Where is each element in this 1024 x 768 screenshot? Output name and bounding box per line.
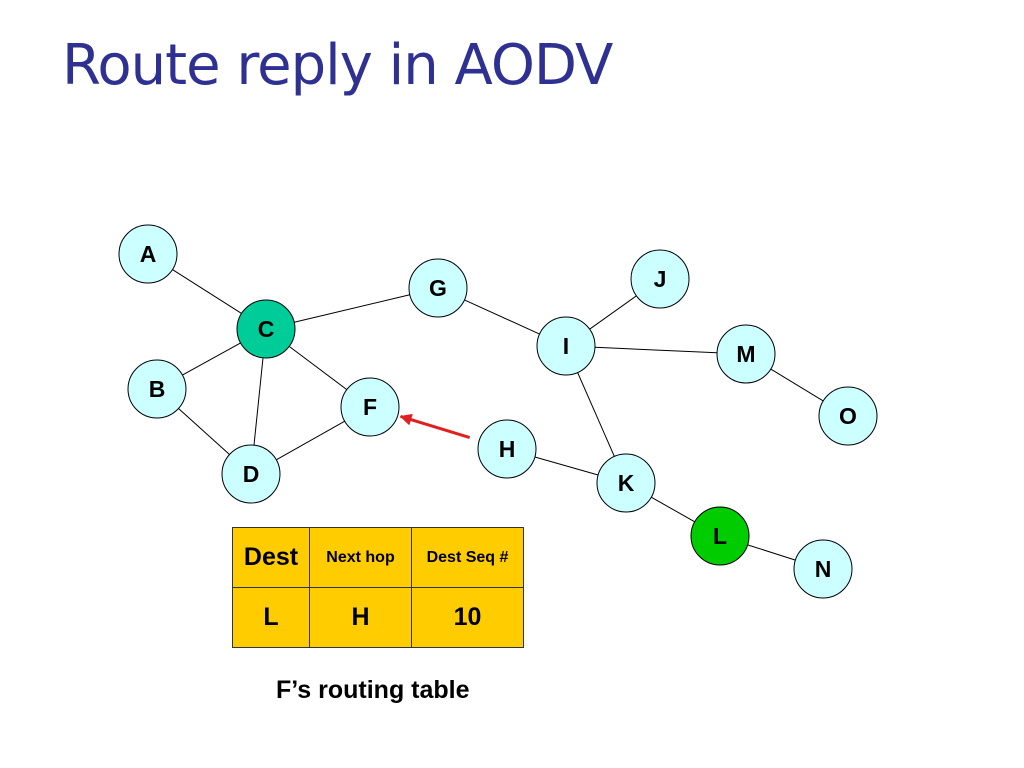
cell-dest: L <box>232 587 310 648</box>
edge-L-N <box>747 544 796 561</box>
edge-A-C <box>172 269 242 314</box>
node-label: J <box>654 266 667 292</box>
edge-I-J <box>589 295 637 330</box>
node-k: K <box>596 453 656 513</box>
node-l: L <box>690 506 750 566</box>
node-g: G <box>408 258 468 318</box>
node-circle <box>340 377 400 437</box>
node-circle <box>793 539 853 599</box>
node-circle <box>221 444 281 504</box>
node-circle <box>127 359 187 419</box>
node-label: I <box>563 333 569 359</box>
node-label: A <box>140 241 157 267</box>
node-b: B <box>127 359 187 419</box>
node-label: K <box>618 470 635 496</box>
edge-B-D <box>178 408 230 455</box>
node-circle <box>536 316 596 376</box>
node-label: D <box>243 461 260 487</box>
edge-D-F <box>276 420 345 461</box>
routing-table-caption: F’s routing table <box>276 676 470 704</box>
node-c: C <box>236 299 296 359</box>
node-circle <box>818 386 878 446</box>
node-label: H <box>499 436 516 462</box>
edge-I-M <box>594 346 718 354</box>
header-dest-seq: Dest Seq # <box>411 527 524 588</box>
edge-H-K <box>534 456 599 476</box>
node-circle <box>690 506 750 566</box>
node-circle <box>477 419 537 479</box>
node-j: J <box>630 249 690 309</box>
node-circle <box>596 453 656 513</box>
node-label: G <box>429 275 447 301</box>
edge-I-K <box>577 372 615 457</box>
node-label: L <box>713 523 727 549</box>
slide-title: Route reply in AODV <box>62 33 613 98</box>
node-label: F <box>363 394 377 420</box>
node-circle <box>716 324 776 384</box>
node-label: N <box>815 556 832 582</box>
node-n: N <box>793 539 853 599</box>
nodes-layer: A B C D F G H I J K L M N O <box>118 224 878 599</box>
routing-table: Dest Next hop Dest Seq # L H 10 <box>232 527 524 648</box>
edge-C-G <box>294 294 410 323</box>
routing-table-header-row: Dest Next hop Dest Seq # <box>232 527 524 588</box>
edge-C-F <box>288 345 348 391</box>
node-circle <box>630 249 690 309</box>
route-reply-arrow <box>399 413 471 440</box>
node-circle <box>236 299 296 359</box>
edge-K-L <box>651 496 695 523</box>
cell-next-hop: H <box>309 587 412 648</box>
edges-layer <box>172 269 824 561</box>
node-label: O <box>839 403 857 429</box>
node-label: B <box>149 376 166 402</box>
node-circle <box>408 258 468 318</box>
arrow-layer <box>399 413 471 440</box>
routing-table-row: L H 10 <box>232 587 524 648</box>
cell-dest-seq: 10 <box>411 587 524 648</box>
node-m: M <box>716 324 776 384</box>
edge-M-O <box>770 368 824 402</box>
node-circle <box>118 224 178 284</box>
node-h: H <box>477 419 537 479</box>
header-dest: Dest <box>232 527 310 588</box>
node-label: M <box>736 341 755 367</box>
edge-C-B <box>182 342 241 376</box>
node-label: C <box>258 316 275 342</box>
node-f: F <box>340 377 400 437</box>
edge-C-D <box>253 357 264 446</box>
edge-G-I <box>464 299 540 335</box>
node-o: O <box>818 386 878 446</box>
node-a: A <box>118 224 178 284</box>
node-i: I <box>536 316 596 376</box>
header-next-hop: Next hop <box>309 527 412 588</box>
node-d: D <box>221 444 281 504</box>
